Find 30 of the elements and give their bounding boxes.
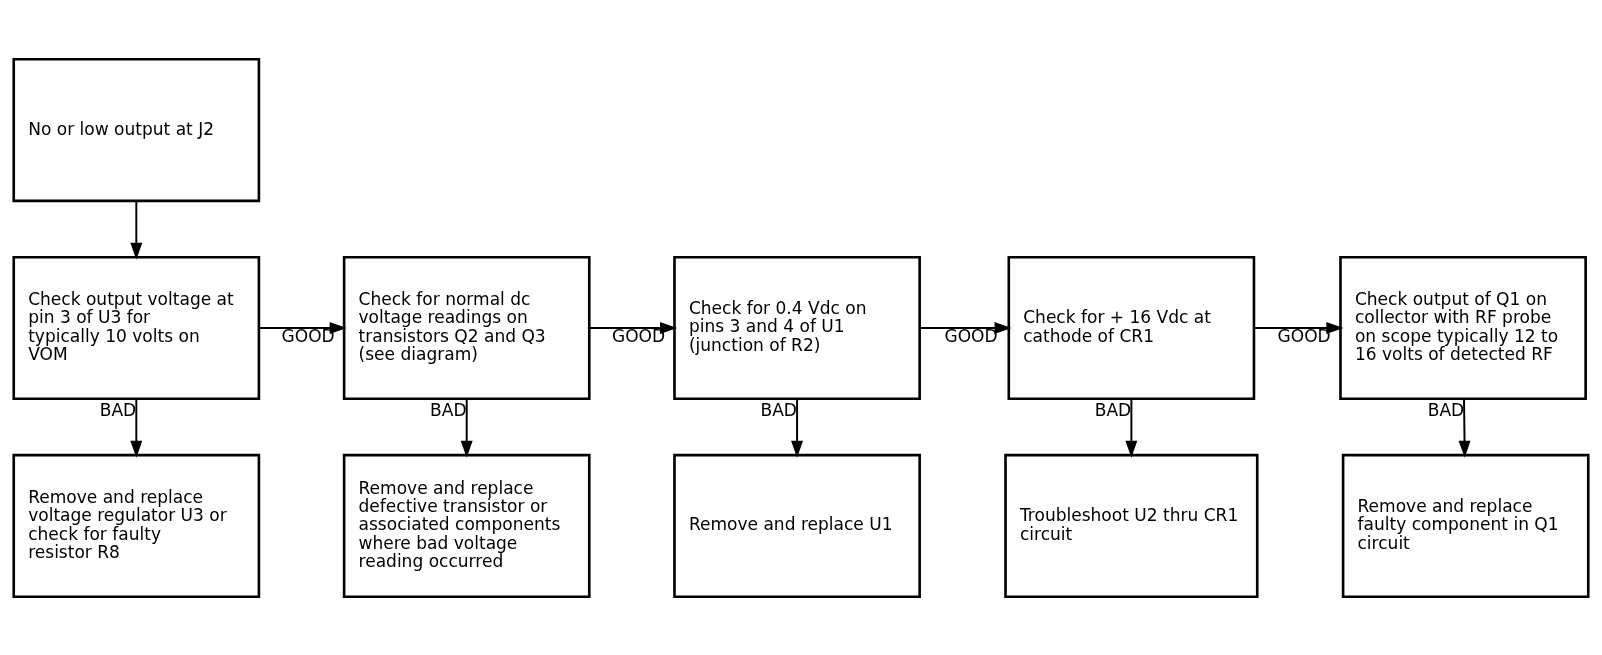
node-box: Remove and replace defective transistor or associated components where bad voltage reading occurred	[342, 453, 591, 598]
node-box: Remove and replace voltage regulator U3 or check for faulty resistor R8	[12, 453, 261, 598]
arrow	[130, 199, 143, 260]
node-box: Check for normal dc voltage readings on transistors Q2 and Q3 (see diagram)	[342, 255, 591, 400]
arrow	[1458, 397, 1471, 458]
arrow	[588, 321, 678, 334]
edge-label: BAD	[760, 399, 797, 420]
arrow	[1253, 321, 1344, 334]
edge-label: GOOD	[944, 325, 998, 346]
node-box: No or low output at J2	[12, 57, 261, 202]
node-box: Check output voltage at pin 3 of U3 for typically 10 volts on VOM	[12, 255, 261, 400]
edge-label: GOOD	[281, 325, 335, 346]
edge-label: GOOD	[611, 325, 666, 346]
edge-label: BAD	[1094, 399, 1132, 420]
edge-label: BAD	[430, 399, 467, 420]
node-box: Troubleshoot U2 thru CR1 circuit	[1004, 453, 1259, 598]
edge-label: BAD	[99, 399, 137, 420]
node-box: Check output of Q1 on collector with RF probe on scope typically 12 to 16 volts of detected RF	[1339, 255, 1587, 400]
arrow	[460, 397, 473, 458]
node-box: Check for + 16 Vdc at cathode of CR1	[1007, 255, 1256, 400]
edge-label: BAD	[1427, 399, 1465, 420]
arrow	[1125, 397, 1138, 458]
arrow	[130, 397, 143, 458]
arrow	[257, 321, 347, 334]
arrow	[918, 321, 1012, 334]
node-box: Remove and replace faulty component in Q1 circuit	[1341, 453, 1590, 598]
arrow	[791, 397, 804, 458]
node-box: Remove and replace U1	[673, 453, 921, 598]
edge-label: GOOD	[1277, 325, 1331, 346]
node-box: Check for 0.4 Vdc on pins 3 and 4 of U1 (junction of R2)	[673, 255, 921, 400]
